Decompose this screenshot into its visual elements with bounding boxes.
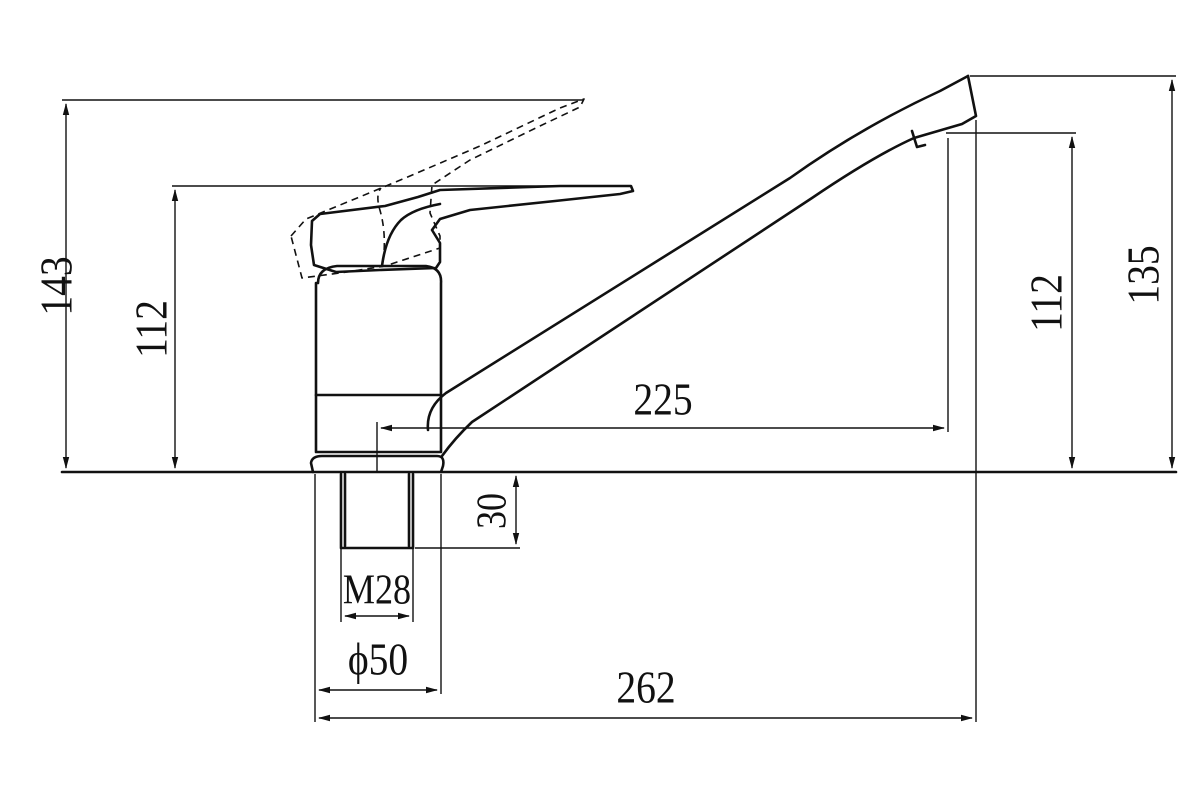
dimension-30: 30 <box>415 475 520 549</box>
lever-handle-crease <box>380 202 442 268</box>
aerator <box>912 74 978 140</box>
base-flange <box>309 454 445 474</box>
label-112-outlet: 112 <box>1022 274 1072 332</box>
lever-handle-raised-crease <box>377 187 386 263</box>
dimension-112-outlet: 112 <box>946 132 1076 469</box>
label-143: 143 <box>32 256 82 315</box>
lever-handle <box>309 184 635 274</box>
faucet-body <box>309 264 445 474</box>
dimension-143: 143 <box>32 99 584 469</box>
label-phi50: ϕ50 <box>348 635 408 685</box>
dimension-m28: M28 <box>340 548 414 622</box>
label-262: 262 <box>616 663 675 713</box>
lever-handle-raised-outline <box>290 98 585 279</box>
spout <box>426 74 978 458</box>
label-225: 225 <box>633 375 692 425</box>
threaded-shank <box>339 472 415 550</box>
dimension-phi50: ϕ50 <box>314 474 442 722</box>
dimension-112-handle: 112 <box>127 185 630 469</box>
dimension-135: 135 <box>970 75 1176 469</box>
dimension-262: 262 <box>318 663 973 722</box>
label-135: 135 <box>1119 245 1169 304</box>
aerator-tip <box>910 129 927 149</box>
dimension-225: 225 <box>376 138 949 472</box>
label-112-handle: 112 <box>127 300 177 358</box>
label-m28: M28 <box>343 567 411 613</box>
label-30: 30 <box>469 493 515 529</box>
